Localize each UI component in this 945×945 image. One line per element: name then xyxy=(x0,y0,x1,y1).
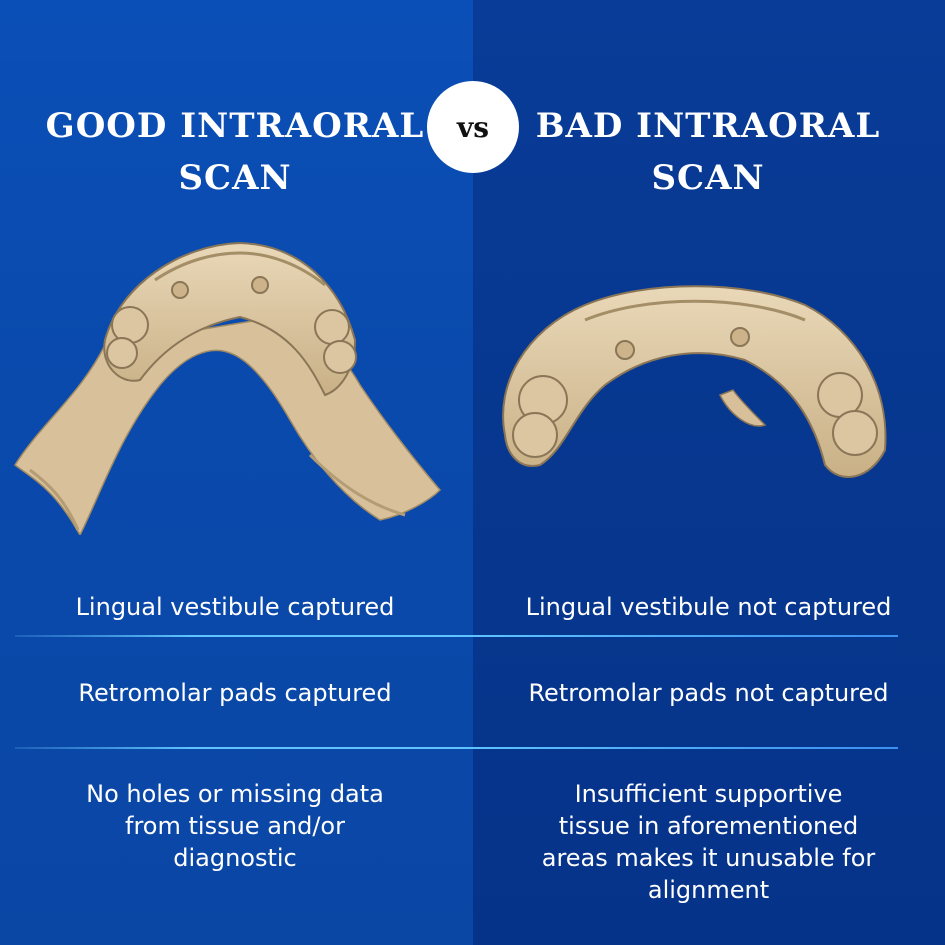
bad-row-2-text: Retromolar pads not captured xyxy=(528,679,889,707)
good-row-3-text: No holes or missing data from tissue and… xyxy=(86,780,384,872)
good-row-1-text: Lingual vestibule captured xyxy=(75,593,395,621)
bad-scan-title: BAD INTRAORAL SCAN xyxy=(535,106,881,198)
good-row-2-text: Retromolar pads captured xyxy=(78,679,392,707)
row-divider-1 xyxy=(15,635,898,637)
row-divider-2 xyxy=(15,747,898,749)
bad-row-1-text: Lingual vestibule not captured xyxy=(525,593,892,621)
bad-row-3-text: Insufficient supportive tissue in aforem… xyxy=(541,780,876,904)
bad-scan-image xyxy=(502,285,887,478)
vs-badge: vs xyxy=(427,81,519,173)
good-scan-image xyxy=(13,241,442,535)
good-scan-title: GOOD INTRAORAL SCAN xyxy=(45,106,425,198)
